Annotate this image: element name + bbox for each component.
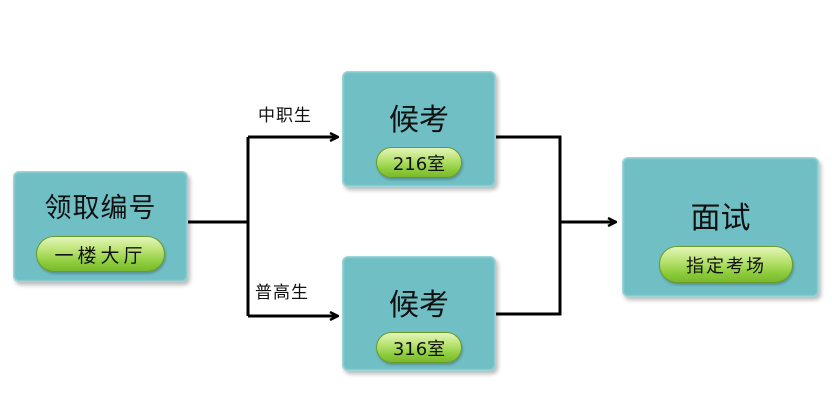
node-wait-316: 候考 316室 — [342, 256, 496, 371]
node-get-number: 领取编号 一楼大厅 — [13, 171, 188, 282]
node-interview: 面试 指定考场 — [622, 157, 819, 297]
edge-label-vocational: 中职生 — [258, 106, 312, 126]
merge-connector — [496, 135, 562, 316]
location-badge: 一楼大厅 — [36, 236, 165, 272]
node-title: 候考 — [389, 103, 449, 138]
node-wait-216: 候考 216室 — [342, 71, 496, 187]
location-badge: 指定考场 — [659, 246, 793, 283]
split-connector — [188, 137, 250, 316]
node-title: 面试 — [690, 201, 751, 236]
node-title: 候考 — [389, 288, 449, 323]
location-badge: 216室 — [376, 147, 462, 178]
node-title: 领取编号 — [44, 193, 157, 224]
location-badge: 316室 — [376, 332, 462, 363]
edge-label-general: 普高生 — [255, 283, 309, 303]
